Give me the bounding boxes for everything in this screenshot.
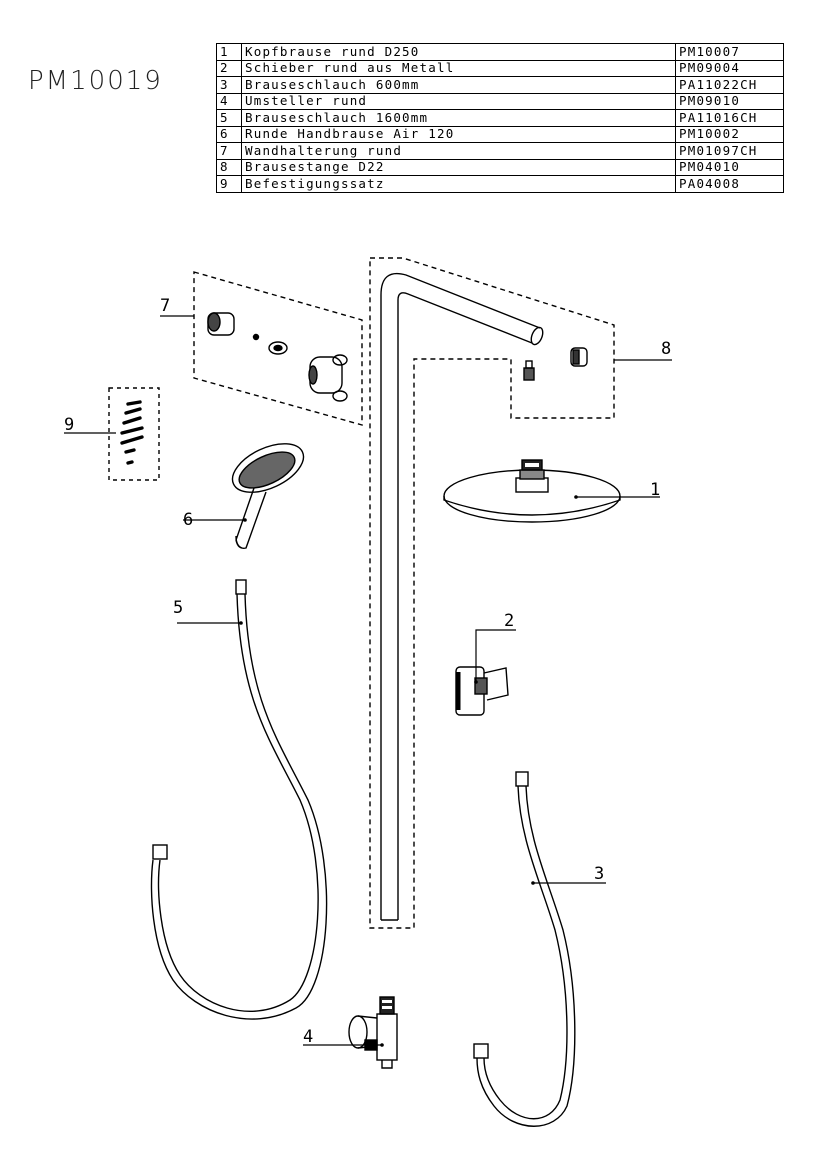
part-code: PM09010: [675, 92, 784, 110]
fixing-screws: [120, 400, 144, 465]
part-name: Brauseschlauch 1600mm: [241, 109, 676, 127]
callout-6: 6: [183, 510, 193, 530]
callout-8: 8: [661, 339, 671, 359]
wall-bracket-parts: [207, 312, 348, 402]
part-name: Befestigungssatz: [241, 175, 676, 193]
leader-lines: [64, 315, 672, 1046]
model-number: PM10019: [28, 66, 163, 96]
callout-4: 4: [303, 1027, 313, 1047]
part-code: PA04008: [675, 175, 784, 193]
callout-1: 1: [650, 480, 660, 500]
part-code: PA11022CH: [675, 76, 784, 94]
hand-shower: [231, 443, 305, 550]
callout-3: 3: [594, 864, 604, 884]
callout-7: 7: [160, 296, 170, 316]
part-name: Kopfbrause rund D250: [241, 43, 676, 61]
part-name: Runde Handbrause Air 120: [241, 125, 676, 143]
callout-5: 5: [173, 598, 183, 618]
hose-600mm: [473, 771, 576, 1127]
part-code: PA11016CH: [675, 109, 784, 127]
part-code: PM10002: [675, 125, 784, 143]
rail-end-cap: [570, 347, 588, 367]
shower-rail: [380, 272, 544, 921]
callout-2: 2: [504, 611, 514, 631]
callout-9: 9: [64, 415, 74, 435]
part-code: PM01097CH: [675, 142, 784, 160]
hose-1600mm: [150, 579, 328, 1020]
rail-fitting-nut: [523, 360, 535, 381]
slider: [455, 666, 509, 716]
diverter: [348, 996, 398, 1069]
head-shower: [443, 459, 621, 523]
group-7-dashed-outline: [193, 271, 363, 426]
group-8-dashed-outline: [369, 257, 615, 929]
group-9-dashed-outline: [108, 387, 160, 481]
